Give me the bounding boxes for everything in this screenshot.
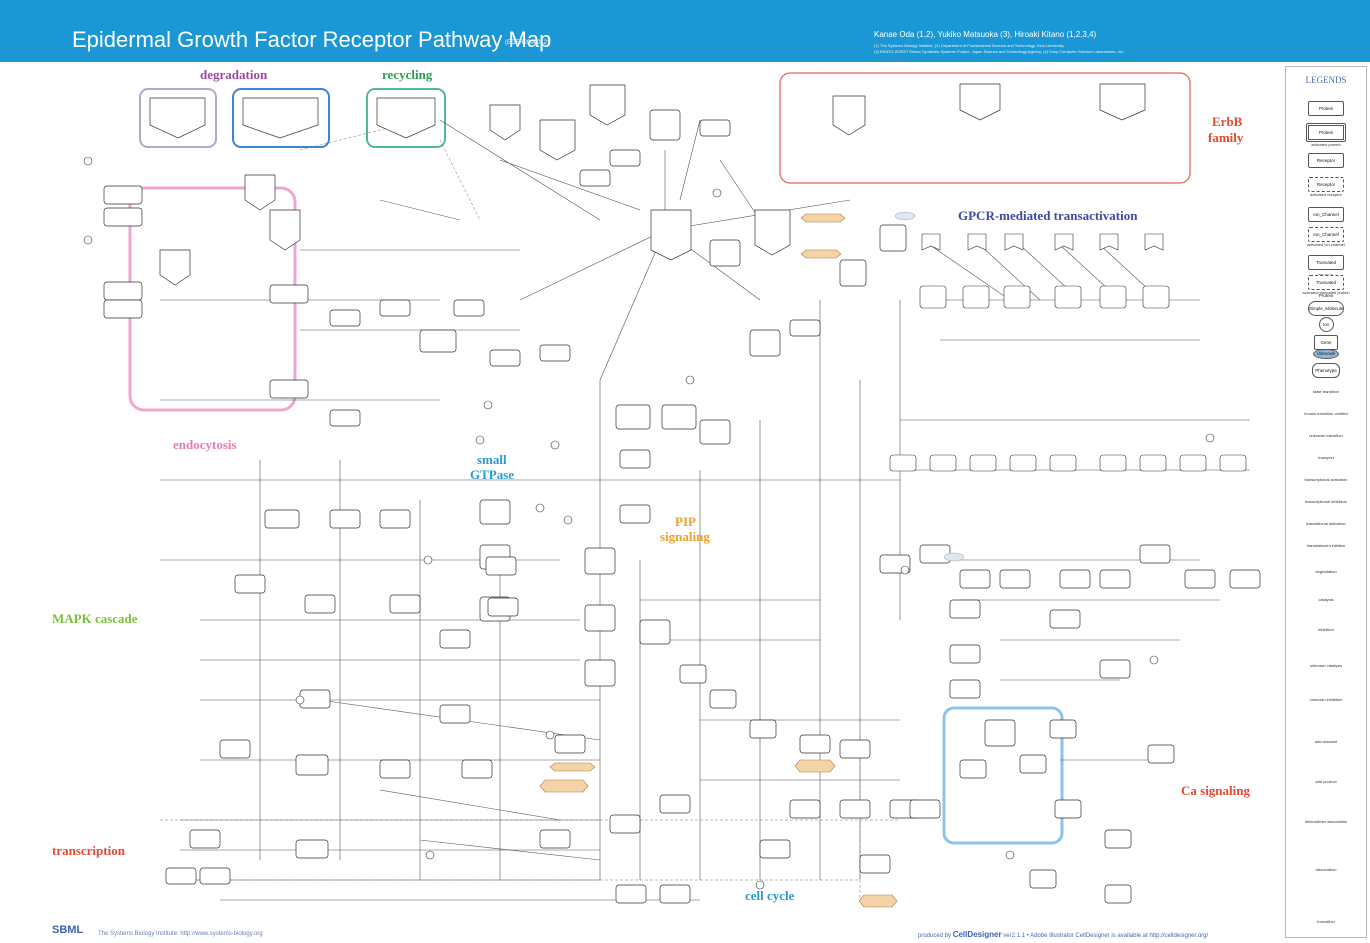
erbb-frame: [779, 72, 1191, 184]
legend-degradation: degradation: [1315, 569, 1337, 574]
degradation-frame-2: [232, 88, 330, 148]
legend-unknown-catalysis: unknown catalysis: [1309, 663, 1343, 668]
legend-transcriptional-inhibition: transcriptional inhibition: [1305, 499, 1347, 504]
legend-unknown: Unknown: [1291, 349, 1361, 359]
legend-transport: transport: [1318, 455, 1334, 460]
degradation-frame: [139, 88, 217, 148]
legend-translational-activation: translational activation: [1306, 521, 1346, 526]
legend-receptor: Receptor: [1291, 153, 1361, 168]
affiliation-line-2: (3) ERATO-SORST Kitano Symbiotic Systems…: [874, 49, 1125, 54]
affiliation-line-1: (1) The Systems Biology Institute, (2) D…: [874, 43, 1065, 48]
region-pip-1: PIP: [675, 514, 696, 529]
region-cell-cycle: cell cycle: [745, 888, 795, 903]
page-title: Epidermal Growth Factor Receptor Pathway…: [72, 27, 552, 52]
celldesigner-logo: CellDesigner: [952, 930, 1002, 939]
footer-produced: produced by: [918, 933, 952, 939]
region-transcription: transcription: [52, 843, 125, 858]
region-erbb-1: ErbB: [1212, 114, 1243, 129]
region-degradation: degradation: [200, 67, 268, 82]
region-mapk: MAPK cascade: [52, 611, 138, 626]
recycling-frame: [366, 88, 446, 148]
legend-unknown-inhibition: unknown inhibition: [1309, 697, 1343, 702]
ca-frame: [942, 706, 1064, 845]
header-banner: Epidermal Growth Factor Receptor Pathway…: [0, 0, 1370, 62]
legend-translational-inhibition: translational inhibition: [1306, 543, 1346, 548]
region-ca: Ca signaling: [1181, 783, 1250, 798]
legend-gene: Gene: [1291, 335, 1361, 350]
region-erbb-2: family: [1208, 130, 1244, 145]
legend-heterodimer-association: heterodimer association: [1304, 819, 1348, 824]
pathway-diagram: [83, 72, 1261, 908]
footer-sbi-link[interactable]: The Systems Biology Institute: http://ww…: [98, 931, 263, 937]
footer-credits: produced by CellDesigner ver2.1.1 • Adob…: [918, 930, 1208, 939]
legend-truncation: truncation: [1317, 919, 1335, 924]
title-code: (EGFR2004012): [505, 40, 550, 46]
legend-dissociation: dissociation: [1315, 867, 1337, 872]
legend-ion-channel: Ion_Channel: [1291, 207, 1361, 222]
legend-transcriptional-activation: transcriptional activation: [1304, 477, 1348, 482]
legend-known-transition-omitted: known transition omitted: [1304, 411, 1348, 416]
legend-simple-molecule: Simple_Molecule: [1291, 301, 1361, 316]
region-gpcr: GPCR-mediated transactivation: [958, 208, 1138, 223]
legend-add-reactant: add reactant: [1314, 739, 1338, 744]
legend-add-product: add product: [1315, 779, 1337, 784]
legend-truncated-protein: Truncated Protein: [1291, 255, 1361, 278]
authors: Kanae Oda (1,2), Yukiko Matsuoka (3), Hi…: [874, 30, 1097, 39]
region-small-gtpase-1: small: [477, 452, 507, 467]
region-recycling: recycling: [382, 67, 433, 82]
region-pip-2: signaling: [660, 529, 710, 544]
legend-ion: Ion: [1291, 317, 1361, 332]
legend-protein: Protein: [1291, 101, 1361, 116]
legend-phenotype: Phenotype: [1291, 363, 1361, 378]
legend-state-transition: state transition: [1312, 389, 1339, 394]
legend-unknown-transition: unknown transition: [1309, 433, 1343, 438]
legend-catalysis: catalysis: [1318, 597, 1334, 602]
region-small-gtpase-2: GTPase: [470, 467, 515, 482]
legend-inhibition: inhibition: [1318, 627, 1334, 632]
sbml-logo: SBML: [52, 924, 84, 936]
legend-title: LEGENDS: [1305, 75, 1347, 85]
region-endocytosis: endocytosis: [173, 437, 237, 452]
footer-celldesigner-link[interactable]: ver2.1.1 • Adobe Illustrator CellDesigne…: [1003, 933, 1209, 939]
